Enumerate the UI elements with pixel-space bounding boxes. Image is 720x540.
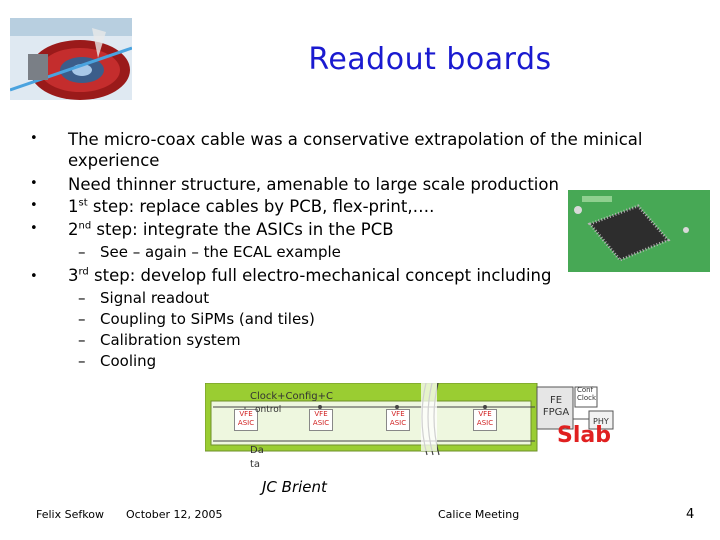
sub-bullet-coupling: Coupling to SiPMs (and tiles) <box>100 310 315 328</box>
bullet-marker: • <box>30 176 38 191</box>
footer-date: October 12, 2005 <box>126 508 223 521</box>
sub-bullet-marker: – <box>78 310 86 328</box>
slab-label: Slab <box>557 423 611 448</box>
footer-author: Felix Sefkow <box>36 508 104 521</box>
clock-config-label: Clock+Config+C <box>250 391 333 402</box>
bullet-3: 1st step: replace cables by PCB, flex-pr… <box>68 197 435 216</box>
bullet-marker: • <box>30 269 38 284</box>
bullet-1-line-2: experience <box>68 151 160 170</box>
sub-bullet-marker: – <box>78 289 86 307</box>
slide-title: Readout boards <box>308 42 552 77</box>
bullet-1-line-1: The micro-coax cable was a conservative … <box>68 130 643 149</box>
footer-event: Calice Meeting <box>438 508 520 521</box>
sub-bullet-calibration: Calibration system <box>100 331 241 349</box>
sub-bullet-marker: – <box>78 352 86 370</box>
data-label-line-2: ta <box>250 459 261 470</box>
data-label-line-1: Da <box>250 445 264 456</box>
asic-chip-photo <box>568 190 710 272</box>
detector-image <box>10 18 132 100</box>
bullet-2: Need thinner structure, amenable to larg… <box>68 175 559 194</box>
bullet-marker: • <box>30 221 38 236</box>
phy-label: PHY <box>593 417 609 426</box>
sub-bullet-signal: Signal readout <box>100 289 210 307</box>
control-label: ontrol <box>255 405 282 415</box>
sub-bullet-marker: – <box>78 243 86 261</box>
bullet-5: 3rd step: develop full electro-mechanica… <box>68 266 552 285</box>
page-number: 4 <box>686 507 695 522</box>
bullet-4: 2nd step: integrate the ASICs in the PCB <box>68 220 394 239</box>
credit-label: JC Brient <box>262 478 327 496</box>
sub-bullet-ecal: See – again – the ECAL example <box>100 243 341 261</box>
sub-bullet-cooling: Cooling <box>100 352 157 370</box>
bullet-marker: • <box>30 198 38 213</box>
bullet-marker: • <box>30 131 38 146</box>
sub-bullet-marker: – <box>78 331 86 349</box>
